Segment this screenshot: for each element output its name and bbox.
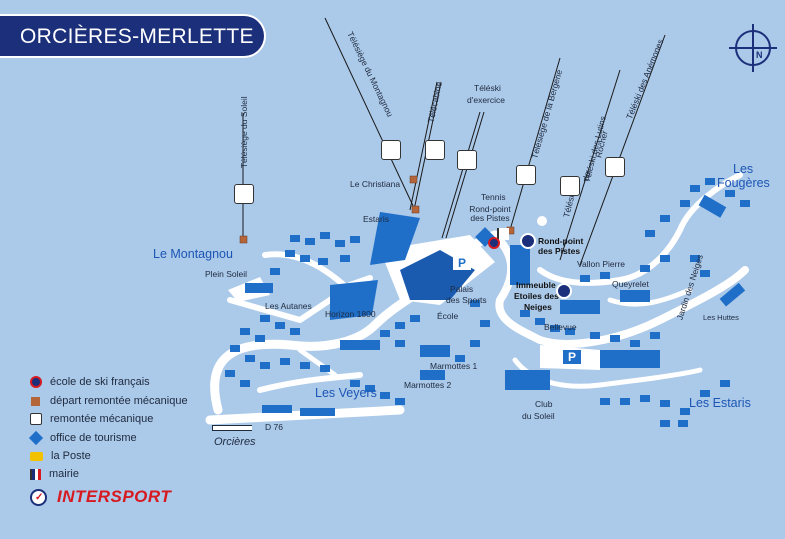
place-ecole: École — [437, 311, 459, 321]
lift-departures — [239, 175, 515, 244]
ski-school-marker-icon — [488, 237, 500, 249]
town-hall-marker-icon — [497, 228, 509, 240]
map-title: ORCIÈRES-MERLETTE — [20, 25, 254, 48]
road-label-d76: D 76 — [265, 422, 283, 432]
place-palais-sports-1: Palais — [450, 284, 474, 294]
legend-label: office de tourisme — [50, 432, 137, 444]
lift-label-exercice-2: d'exercice — [467, 95, 506, 105]
place-club-soleil-1: Club — [535, 399, 553, 409]
ski-lift-icon — [560, 176, 580, 196]
intersport-brand: INTERSPORT — [57, 487, 172, 506]
place-immeuble-2: Etoiles des — [514, 291, 559, 301]
lift-cables — [242, 17, 666, 266]
roundabout-marker-icon — [537, 216, 547, 226]
place-les-autanes: Les Autanes — [265, 301, 312, 311]
ski-lift-icon — [381, 140, 401, 160]
ski-lift-icon — [30, 413, 42, 425]
parking-sign-icon: P — [563, 350, 581, 364]
post-office-icon — [30, 451, 43, 461]
legend-item-town-hall: mairie — [30, 468, 79, 480]
place-le-christiana: Le Christiana — [350, 179, 401, 189]
legend-label: départ remontée mécanique — [50, 395, 188, 407]
lift-label-exercice-1: Téléski — [474, 83, 501, 93]
ski-lift-icon — [457, 150, 477, 170]
legend-label: remontée mécanique — [50, 413, 154, 425]
place-immeuble-3: Neiges — [524, 302, 552, 312]
place-les-huttes: Les Huttes — [703, 313, 739, 322]
place-marmottes-2: Marmottes 2 — [404, 380, 452, 390]
title-banner: ORCIÈRES-MERLETTE — [0, 14, 266, 58]
small-buildings — [225, 178, 750, 427]
cable-exercice-2 — [445, 111, 485, 239]
place-vallon-pierre: Vallon Pierre — [577, 259, 626, 269]
parking-label: P — [567, 350, 576, 364]
intersport-marker-icon — [520, 233, 536, 249]
lift-label-soleil: Télésiège du Soleil — [238, 96, 249, 169]
gondola-icon — [425, 140, 445, 160]
legend-label: la Poste — [51, 450, 91, 462]
ski-school-icon — [30, 376, 42, 388]
cable-montagnou — [324, 17, 416, 211]
legend-item-ski-lift: remontée mécanique — [30, 413, 153, 425]
lift-label-rocher-2: du — [580, 170, 593, 182]
legend-label: école de ski français — [50, 376, 150, 388]
intersport-logo-icon: ✓ — [30, 488, 47, 506]
place-palais-sports-2: des Sports — [446, 295, 487, 305]
place-horizon-1800: Horizon 1800 — [325, 309, 376, 319]
cable-lutins — [559, 69, 621, 261]
intersport-marker-icon — [556, 283, 572, 299]
legend-label: mairie — [49, 468, 79, 480]
compass-label: N — [756, 50, 763, 60]
place-club-soleil-2: du Soleil — [522, 411, 555, 421]
area-les-estaris: Les Estaris — [689, 396, 751, 410]
place-orcieres: Orcières — [214, 436, 256, 448]
cable-bergerie — [509, 57, 561, 231]
legend-item-post-office: la Poste — [30, 450, 91, 462]
ski-lift-icon — [516, 165, 536, 185]
area-les-fougeres-2: Fougères — [717, 176, 770, 190]
area-le-montagnou: Le Montagnou — [153, 247, 233, 261]
area-les-veyers: Les Veyers — [315, 386, 377, 400]
town-hall-icon — [30, 468, 41, 480]
compass-icon: N — [729, 24, 777, 72]
place-tennis: Tennis — [481, 192, 506, 202]
tourist-office-icon — [28, 430, 44, 446]
direction-arrow-icon — [212, 425, 252, 431]
legend-item-lift-departure: départ remontée mécanique — [30, 395, 188, 407]
cable-telecabine — [409, 81, 438, 211]
place-bellevue: Bellevue — [544, 322, 577, 332]
place-immeuble-1: Immeuble — [516, 280, 556, 290]
place-rond-point-bold-2: des Pistes — [538, 246, 581, 256]
cable-anemones — [579, 34, 666, 266]
legend-item-ski-school: école de ski français — [30, 376, 150, 388]
cable-exercice — [441, 111, 481, 239]
lift-departure-icon — [31, 396, 40, 406]
place-estaris: Estaris — [363, 214, 389, 224]
parking-label: P — [457, 256, 466, 270]
place-rond-point-bold-1: Rond-point — [538, 236, 584, 246]
legend-item-tourist-office: office de tourisme — [28, 430, 137, 446]
place-marmottes-1: Marmottes 1 — [430, 361, 478, 371]
area-les-fougeres-1: Les — [733, 162, 754, 176]
intersport-legend: ✓ INTERSPORT — [30, 487, 171, 507]
parking-sign-icon: P — [453, 256, 471, 270]
place-plein-soleil: Plein Soleil — [205, 269, 248, 279]
ski-lift-icon — [234, 184, 254, 204]
place-queyrelet: Queyrelet — [612, 279, 649, 289]
place-rond-point-pistes: Rond-point des Pistes — [469, 204, 511, 223]
ski-lift-icon — [605, 157, 625, 177]
